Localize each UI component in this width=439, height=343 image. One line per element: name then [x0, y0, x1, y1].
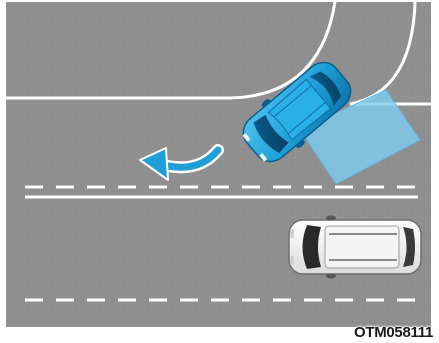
- white-suv-icon: [289, 216, 421, 279]
- figure-code-label: OTM058111: [354, 325, 433, 340]
